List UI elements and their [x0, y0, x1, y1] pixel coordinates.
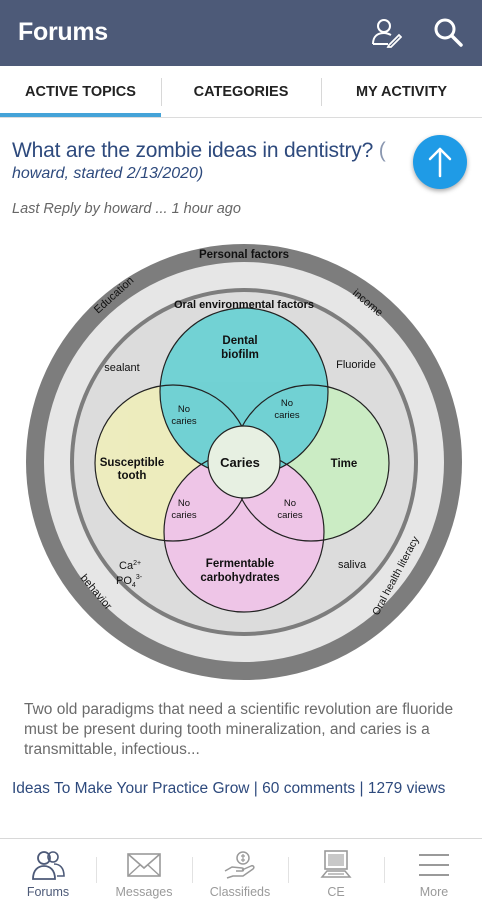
personal-factors-label: Personal factors	[199, 249, 289, 261]
fluoride-label: Fluoride	[336, 359, 376, 371]
phosphate-label: PO43-	[116, 574, 143, 589]
fermentable-label-line2: carbohydrates	[200, 572, 279, 584]
computer-icon	[320, 850, 352, 878]
no-caries-label-tl-1: No	[178, 404, 190, 415]
arrow-up-icon	[428, 147, 452, 178]
sealant-label: sealant	[104, 362, 139, 374]
susceptible-tooth-label-line1: Susceptible	[100, 457, 165, 469]
no-caries-label-tr-2: caries	[274, 410, 300, 421]
dental-biofilm-label-line1: Dental	[222, 335, 257, 347]
nav-divider	[96, 857, 97, 883]
nav-divider	[192, 857, 193, 883]
post-category-stats-link[interactable]: Ideas To Make Your Practice Grow | 60 co…	[12, 780, 446, 797]
nav-classifieds[interactable]: Classifieds	[192, 839, 288, 900]
active-tab-indicator	[0, 113, 161, 117]
tab-divider	[321, 78, 322, 106]
no-caries-label-br-1: No	[284, 498, 296, 509]
no-caries-label-tl-2: caries	[171, 416, 197, 427]
oral-environmental-factors-label: Oral environmental factors	[174, 299, 314, 311]
time-label: Time	[331, 458, 358, 470]
search-icon[interactable]	[432, 16, 464, 48]
caries-center	[207, 425, 281, 499]
post-author-meta: howard, started 2/13/2020)	[12, 165, 204, 182]
caries-label: Caries	[220, 455, 260, 470]
dental-biofilm-label-line2: biofilm	[221, 349, 259, 361]
bottom-navigation: Forums Messages Classifieds CE	[0, 838, 482, 900]
last-reply-text: Last Reply by howard ... 1 hour ago	[12, 201, 241, 217]
nav-more[interactable]: More	[386, 839, 482, 900]
user-profile-icon[interactable]	[370, 16, 403, 48]
calcium-label: Ca2+	[119, 560, 141, 572]
nav-divider	[288, 857, 289, 883]
fermentable-carbohydrates-circle	[164, 452, 324, 612]
tab-active-topics[interactable]: ACTIVE TOPICS	[25, 84, 136, 100]
nav-ce[interactable]: CE	[288, 839, 384, 900]
menu-icon	[419, 854, 449, 876]
no-caries-label-bl-1: No	[178, 498, 190, 509]
nav-messages[interactable]: Messages	[96, 839, 192, 900]
tab-my-activity[interactable]: MY ACTIVITY	[355, 84, 448, 100]
no-caries-label-bl-2: caries	[171, 510, 197, 521]
post-excerpt: Two old paradigms that need a scientific…	[24, 701, 454, 758]
nav-ce-label: CE	[327, 885, 345, 899]
no-caries-label-br-2: caries	[277, 510, 303, 521]
app-title: Forums	[18, 18, 108, 46]
post-title-link[interactable]: What are the zombie ideas in dentistry? …	[12, 139, 386, 163]
app-bar: Forums	[0, 0, 482, 66]
nav-more-label: More	[419, 885, 449, 899]
post-title-text: What are the zombie ideas in dentistry?	[12, 139, 374, 162]
nav-forums[interactable]: Forums	[0, 839, 96, 900]
nav-messages-label: Messages	[115, 885, 173, 899]
fermentable-label-line1: Fermentable	[206, 558, 274, 570]
nav-forums-label: Forums	[26, 885, 70, 899]
tab-divider	[161, 78, 162, 106]
no-caries-label-tr-1: No	[281, 398, 293, 409]
post-title-overflow: (	[378, 139, 386, 162]
susceptible-tooth-label-line2: tooth	[118, 470, 147, 482]
nav-classifieds-label: Classifieds	[209, 885, 271, 899]
tab-bar: ACTIVE TOPICS CATEGORIES MY ACTIVITY	[0, 66, 482, 118]
tab-categories[interactable]: CATEGORIES	[193, 84, 289, 100]
saliva-label: saliva	[338, 559, 367, 571]
scroll-to-top-button[interactable]	[413, 135, 467, 189]
nav-divider	[384, 857, 385, 883]
envelope-icon	[127, 853, 161, 877]
dental-biofilm-circle	[160, 308, 328, 476]
hand-money-icon	[224, 851, 255, 879]
caries-venn-diagram-image[interactable]: Personal factors Education income behavi…	[22, 236, 466, 688]
users-icon	[32, 851, 65, 880]
